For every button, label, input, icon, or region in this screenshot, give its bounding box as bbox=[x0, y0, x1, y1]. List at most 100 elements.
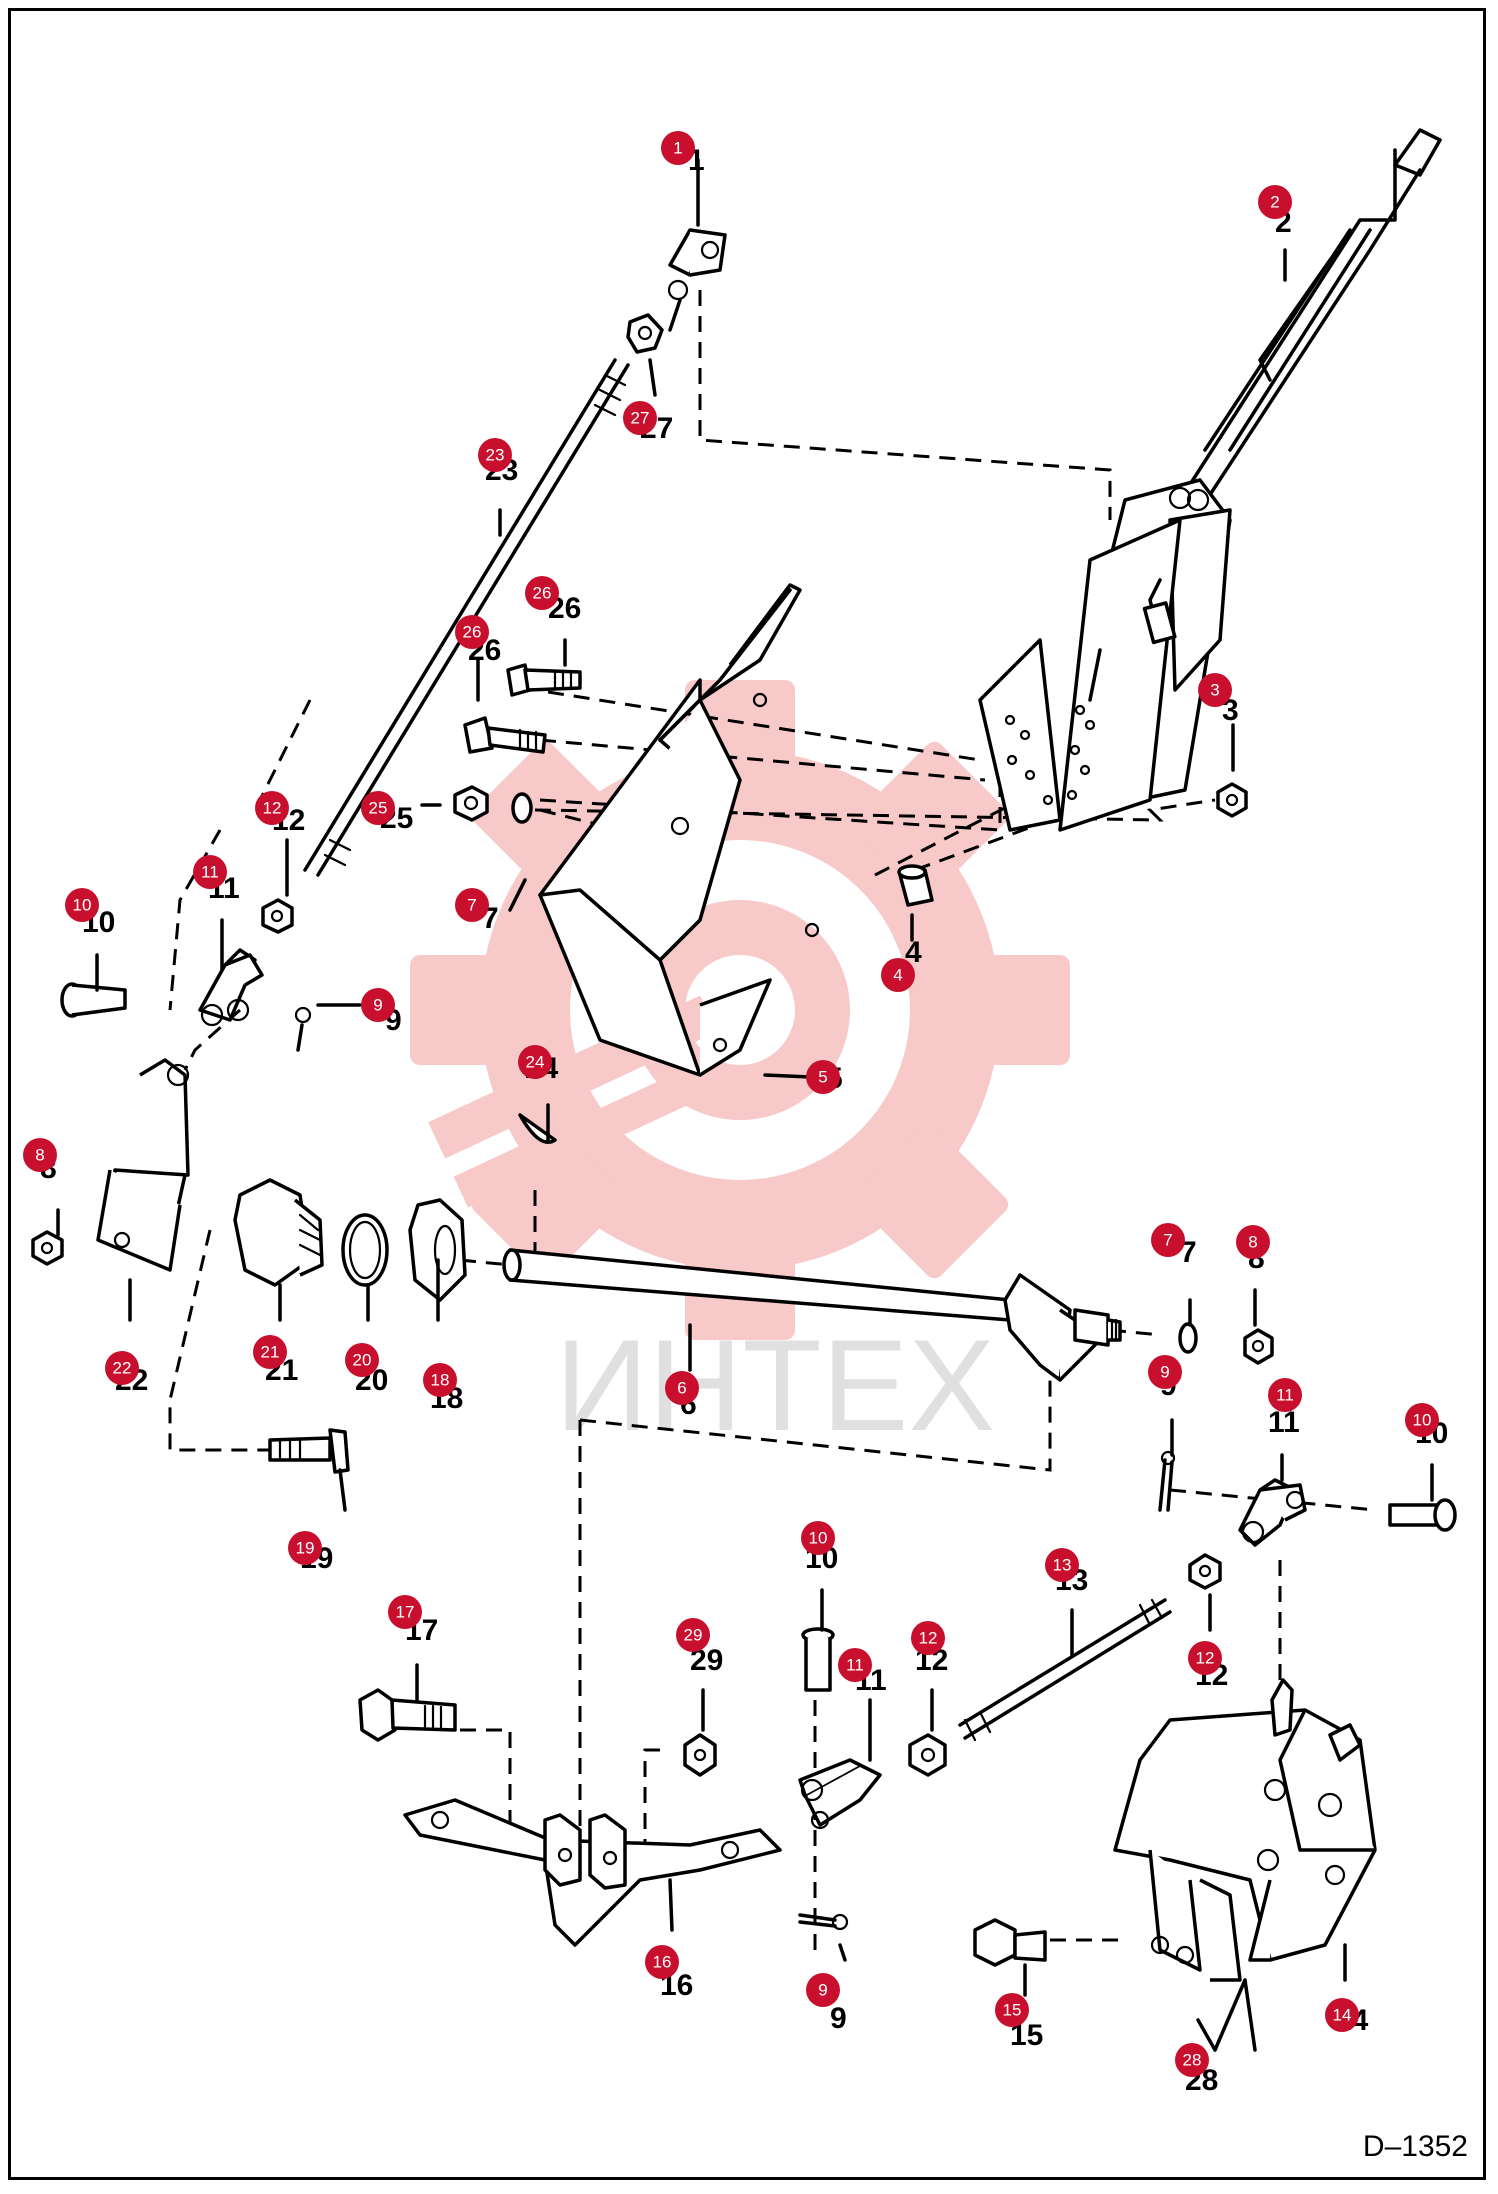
svg-text:13: 13 bbox=[1053, 1556, 1072, 1575]
callout-badge-9c: 9 bbox=[806, 1973, 840, 2007]
callout-badge-1: 1 bbox=[661, 131, 695, 165]
callout-badge-7a: 7 bbox=[455, 888, 489, 922]
pin-10-left bbox=[60, 982, 127, 1018]
svg-text:9: 9 bbox=[818, 1981, 827, 2000]
control-lever bbox=[978, 128, 1442, 832]
callout-badge-10a: 10 bbox=[65, 888, 99, 922]
nut-12-center bbox=[908, 1733, 947, 1777]
callout-badges: 1 2 3 4 5 6 7 7 8 8 9 9 9 10 10 10 11 11… bbox=[23, 131, 1439, 2077]
callout-badge-26b: 26 bbox=[455, 615, 489, 649]
callout-badge-18: 18 bbox=[423, 1363, 457, 1397]
callout-badge-12b: 12 bbox=[1188, 1641, 1222, 1675]
watermark-gear-icon: ИНТЕХ bbox=[410, 680, 1070, 1458]
svg-text:1: 1 bbox=[673, 139, 682, 158]
callout-badge-28: 28 bbox=[1175, 2043, 1209, 2077]
callout-badge-23: 23 bbox=[478, 438, 512, 472]
callout-badge-16: 16 bbox=[645, 1945, 679, 1979]
svg-text:20: 20 bbox=[353, 1351, 372, 1370]
bolt-26-lower bbox=[463, 716, 547, 754]
svg-text:25: 25 bbox=[369, 799, 388, 818]
valve-body-14 bbox=[1113, 1678, 1377, 1982]
svg-text:10: 10 bbox=[73, 896, 92, 915]
svg-text:17: 17 bbox=[396, 1603, 415, 1622]
svg-text:12: 12 bbox=[1196, 1649, 1215, 1668]
svg-text:8: 8 bbox=[1248, 1233, 1257, 1252]
svg-text:5: 5 bbox=[818, 1068, 827, 1087]
svg-text:7: 7 bbox=[1163, 1231, 1172, 1250]
svg-text:14: 14 bbox=[1333, 2006, 1352, 2025]
spacer-4 bbox=[897, 864, 934, 907]
callout-badge-29: 29 bbox=[676, 1618, 710, 1652]
washer-7-right bbox=[1178, 1322, 1198, 1354]
svg-text:11: 11 bbox=[1276, 1386, 1294, 1405]
cotter-pin-9-left bbox=[294, 1006, 312, 1052]
part-number-4: 4 bbox=[905, 936, 922, 969]
callout-badge-26a: 26 bbox=[525, 576, 559, 610]
bushing-21 bbox=[233, 1178, 324, 1287]
callout-badge-8b: 8 bbox=[1236, 1225, 1270, 1259]
callout-badge-9a: 9 bbox=[361, 988, 395, 1022]
nut-27 bbox=[626, 313, 664, 354]
svg-text:7: 7 bbox=[467, 896, 476, 915]
leader-lines bbox=[56, 158, 1434, 2052]
svg-text:26: 26 bbox=[463, 623, 482, 642]
svg-text:24: 24 bbox=[526, 1053, 545, 1072]
rod-13 bbox=[958, 1598, 1172, 1742]
callout-badge-9b: 9 bbox=[1148, 1355, 1182, 1389]
svg-text:8: 8 bbox=[35, 1146, 44, 1165]
pin-10-right bbox=[1388, 1498, 1457, 1532]
callout-badge-3: 3 bbox=[1198, 673, 1232, 707]
svg-text:18: 18 bbox=[431, 1371, 450, 1390]
pin-10-center bbox=[801, 1627, 835, 1692]
svg-text:15: 15 bbox=[1003, 2001, 1022, 2020]
callout-badge-4: 4 bbox=[881, 958, 915, 992]
callout-badge-15: 15 bbox=[995, 1993, 1029, 2027]
nut-29 bbox=[683, 1733, 717, 1777]
part-number-9c: 9 bbox=[830, 2002, 847, 2035]
svg-text:23: 23 bbox=[486, 446, 505, 465]
callout-badge-10c: 10 bbox=[801, 1521, 835, 1555]
svg-text:4: 4 bbox=[893, 966, 902, 985]
nut-8-left bbox=[31, 1230, 64, 1266]
mounting-bracket bbox=[538, 583, 820, 1077]
callout-badge-5: 5 bbox=[806, 1060, 840, 1094]
svg-text:21: 21 bbox=[261, 1343, 280, 1362]
bolt-26-upper bbox=[506, 663, 582, 697]
svg-text:2: 2 bbox=[1270, 193, 1279, 212]
shaft-6 bbox=[502, 1248, 1122, 1382]
callout-badge-11a: 11 bbox=[193, 855, 227, 889]
callout-badge-14: 14 bbox=[1325, 1998, 1359, 2032]
top-clevis bbox=[667, 228, 727, 332]
svg-text:6: 6 bbox=[677, 1379, 686, 1398]
svg-text:9: 9 bbox=[373, 996, 382, 1015]
svg-text:3: 3 bbox=[1210, 681, 1219, 700]
clevis-11-right bbox=[1238, 1478, 1307, 1547]
callout-badge-12a: 12 bbox=[255, 791, 289, 825]
svg-text:11: 11 bbox=[201, 863, 219, 882]
callout-badge-13: 13 bbox=[1045, 1548, 1079, 1582]
callout-badge-6: 6 bbox=[665, 1371, 699, 1405]
callout-badge-19: 19 bbox=[288, 1531, 322, 1565]
washer-7-upper bbox=[511, 792, 533, 824]
watermark-text: ИНТЕХ bbox=[555, 1312, 995, 1458]
o-ring-20 bbox=[341, 1213, 389, 1287]
svg-text:27: 27 bbox=[631, 409, 650, 428]
callout-badge-10b: 10 bbox=[1405, 1403, 1439, 1437]
callout-badge-17: 17 bbox=[388, 1595, 422, 1629]
callout-badge-11c: 11 bbox=[838, 1648, 872, 1682]
callout-badge-11b: 11 bbox=[1268, 1378, 1302, 1412]
bolt-17 bbox=[358, 1688, 457, 1742]
nut-25 bbox=[453, 785, 489, 822]
nut-3 bbox=[1216, 782, 1248, 818]
svg-text:22: 22 bbox=[113, 1359, 132, 1378]
callout-badge-20: 20 bbox=[345, 1343, 379, 1377]
plug-15 bbox=[973, 1918, 1047, 1967]
svg-text:10: 10 bbox=[809, 1529, 828, 1548]
nut-18 bbox=[408, 1198, 467, 1302]
callout-badge-8a: 8 bbox=[23, 1138, 57, 1172]
nut-12-left bbox=[261, 898, 294, 934]
callout-badge-27: 27 bbox=[623, 401, 657, 435]
svg-text:12: 12 bbox=[263, 799, 282, 818]
svg-text:16: 16 bbox=[653, 1953, 672, 1972]
